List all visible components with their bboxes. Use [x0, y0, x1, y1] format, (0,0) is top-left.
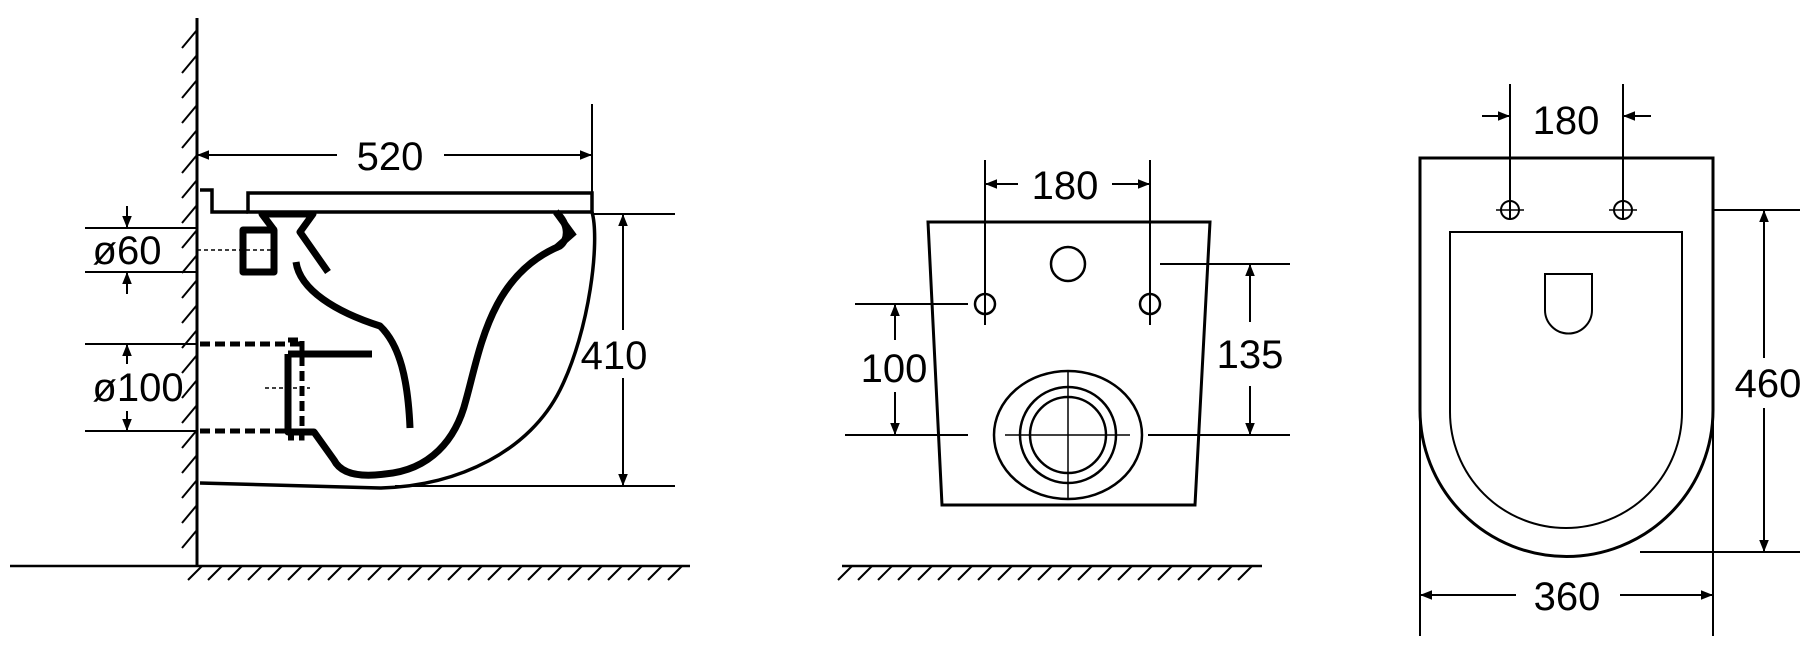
top-view-seat-opening: [1449, 231, 1683, 529]
dim-410-label: 410: [581, 334, 648, 378]
toilet-seat: [246, 191, 594, 214]
bowl-inner: [239, 226, 278, 276]
front-dim-180-label: 180: [1032, 164, 1099, 208]
top-view: [1418, 84, 1800, 636]
top-dim-180-label: 180: [1533, 99, 1600, 143]
side-view: [10, 18, 690, 581]
top-dim-360-label: 360: [1534, 575, 1601, 619]
front-view-outline: [926, 220, 1212, 507]
front-view: [837, 160, 1290, 581]
outlet-pipe: [200, 337, 305, 441]
bowl-trap: [258, 209, 570, 479]
front-floor-hatch: [837, 565, 1253, 581]
dim-520-label: 520: [357, 135, 424, 179]
wall-hatch: [181, 29, 198, 549]
top-view-outer: [1418, 156, 1715, 558]
front-dim-100-label: 100: [861, 347, 928, 391]
dim-100-label: ø100: [92, 366, 183, 410]
top-dim-460-label: 460: [1735, 362, 1802, 406]
dim-60-label: ø60: [93, 229, 162, 273]
top-view-bowl-opening: [1544, 273, 1593, 335]
floor-hatch: [187, 565, 683, 581]
bowl-outer: [199, 188, 597, 490]
bowl-rim-hook: [553, 209, 577, 251]
outlet-ring-outer: [992, 369, 1144, 501]
front-dim-135-label: 135: [1217, 333, 1284, 377]
water-inlet-hole: [1049, 245, 1087, 283]
